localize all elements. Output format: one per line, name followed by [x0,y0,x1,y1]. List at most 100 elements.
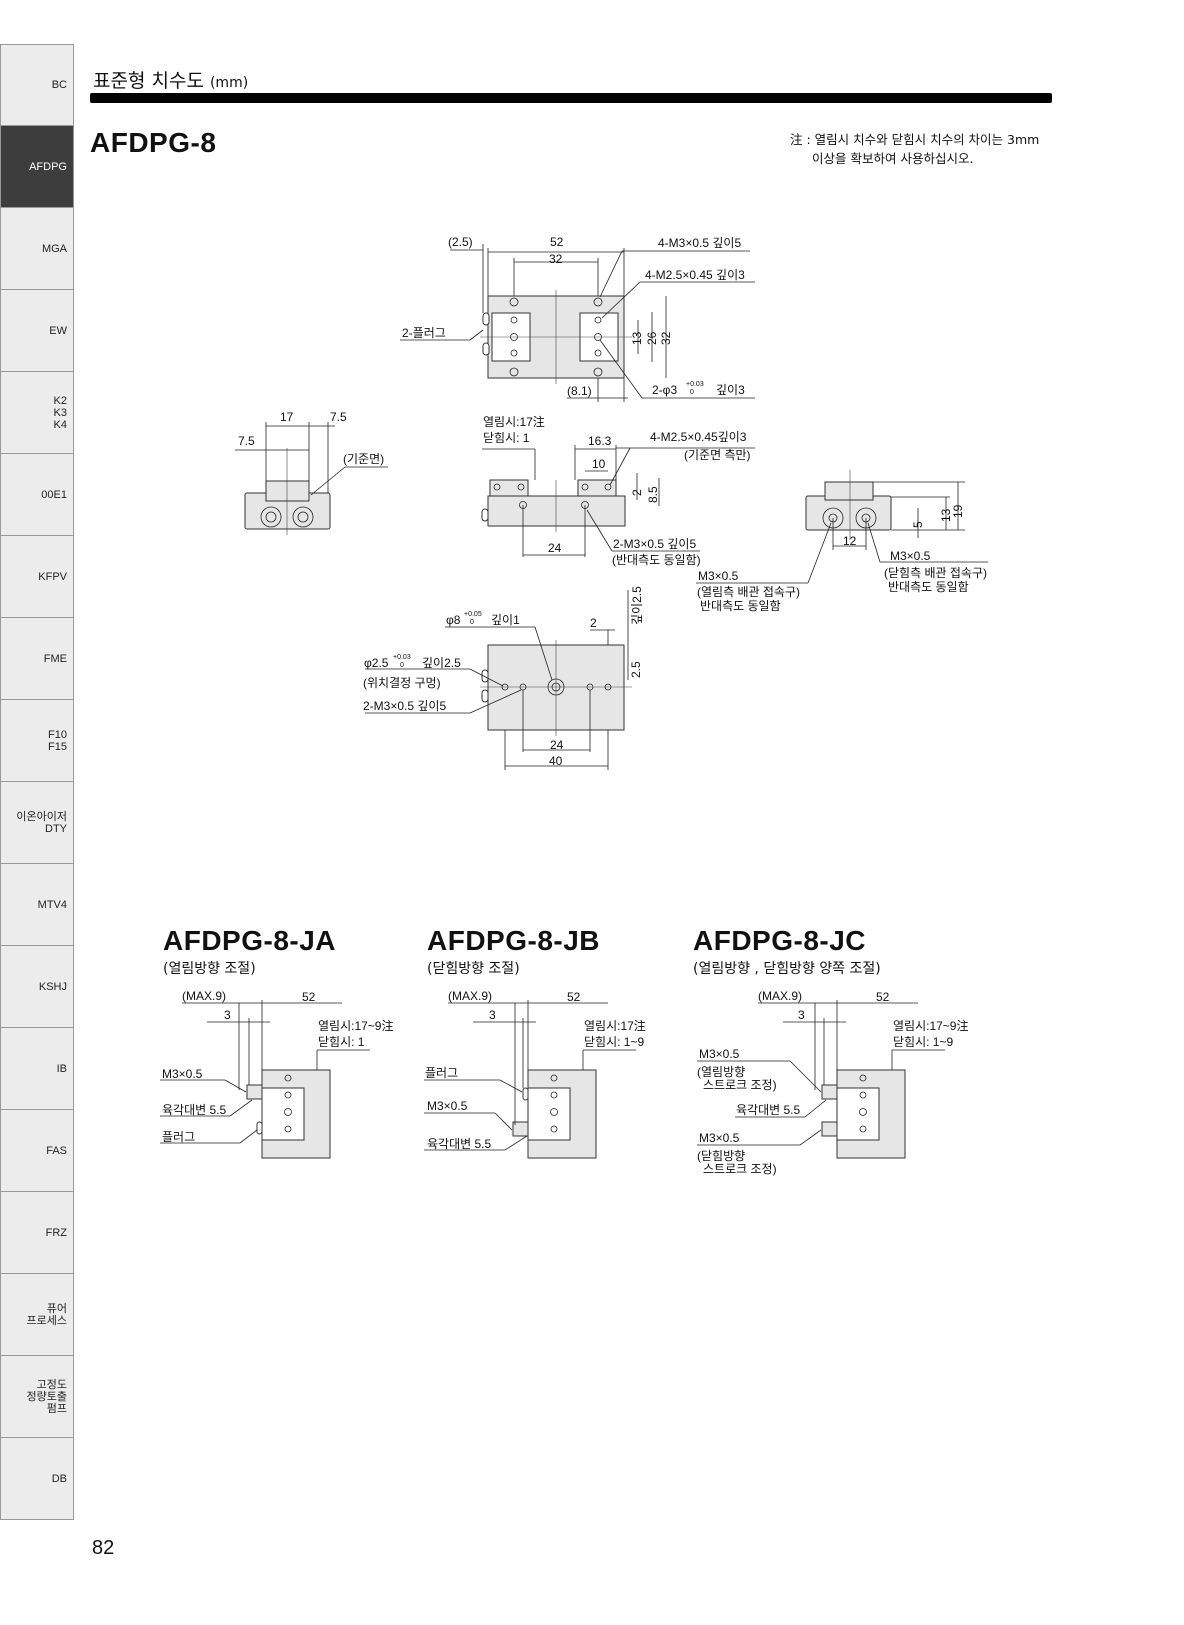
ja-label-plug: 플러그 [162,1130,195,1144]
variant-sub-ja: (열림방향 조절) [163,961,256,977]
sidebar-tab-pure-process[interactable]: 퓨어 프로세스 [0,1274,74,1356]
dim-10: 10 [592,457,606,471]
label-phi2-5: φ2.5 [364,656,389,670]
ja-label-m3: M3×0.5 [162,1067,203,1081]
label-m3-note: (반대측도 동일함) [612,553,701,567]
left-end-view-drawing: 17 7.5 7.5 (기준면) [235,410,388,535]
sidebar-tab-db[interactable]: DB [0,1438,74,1520]
sidebar-tab-00e1[interactable]: 00E1 [0,454,74,536]
label-phi8: φ8 [446,613,461,627]
sidebar-tab-mtv4[interactable]: MTV4 [0,864,74,946]
label-open-port-note1: (열림측 배관 접속구) [697,585,800,599]
sidebar-tab-k2k3k4[interactable]: K2 K3 K4 [0,372,74,454]
bottom-view-drawing: φ8 +0.05 0 깊이1 2 깊이2.5 φ2.5 +0.03 0 깊이2.… [363,586,644,770]
right-end-view-drawing: 19 13 5 12 M3×0.5 (닫힘측 배관 접속구) 반대측도 동일함 … [696,470,988,613]
jc-label-m3-close: M3×0.5 [699,1131,740,1145]
dim-13: 13 [939,508,953,522]
variant-jb-drawing: (MAX.9) 52 3 열림시:17注 닫힘시: 1~9 플러그 M3×0.5… [424,989,646,1159]
sidebar-tab-kfpv[interactable]: KFPV [0,536,74,618]
label-open-port-note2: 반대측도 동일함 [700,599,781,613]
dim-2-5: (2.5) [448,235,473,249]
jc-label-open-stroke: 스트로크 조정) [703,1078,777,1092]
dim-17: 17 [280,410,294,424]
sidebar-tab-bc[interactable]: BC [0,44,74,126]
jb-max: (MAX.9) [448,989,492,1003]
section-title-text: 표준형 치수도 [93,70,204,92]
dim-19: 19 [951,504,965,518]
sidebar: BC AFDPG MGA EW K2 K3 K4 00E1 KFPV FME F… [0,44,74,1520]
label-phi8-depth: 깊이1 [491,613,520,627]
label-close-port-note2: 반대측도 동일함 [888,580,969,594]
label-m25: 4-M2.5×0.45깊이3 [650,430,747,444]
phi2-5-tol-lower: 0 [400,662,404,669]
sidebar-tab-frz[interactable]: FRZ [0,1192,74,1274]
sidebar-tab-fme[interactable]: FME [0,618,74,700]
jb-dim-52: 52 [567,990,581,1004]
variant-title-jb: AFDPG-8-JB [427,925,601,956]
label-m3: 2-M3×0.5 깊이5 [363,699,446,713]
side-view-drawing: 열림시:17注 닫힘시: 1 16.3 10 4-M2.5×0.45깊이3 (기… [481,414,755,567]
label-positioning-hole: (위치결정 구멍) [363,676,441,690]
ja-dim-52: 52 [302,990,316,1004]
note-line-2: 이상을 확보하여 사용하십시오. [812,151,974,166]
jb-dim-3: 3 [489,1008,496,1022]
title-rule [90,93,1052,103]
jc-dim-3: 3 [798,1008,805,1022]
sidebar-tab-kshj[interactable]: KSHJ [0,946,74,1028]
label-close: 닫힘시: 1 [483,431,530,445]
dim-32: 32 [549,252,563,266]
label-close-port: M3×0.5 [890,549,931,563]
sidebar-tab-mga[interactable]: MGA [0,208,74,290]
sidebar-tab-ib[interactable]: IB [0,1028,74,1110]
label-reference-face: (기준면) [343,452,384,466]
dim-13: 13 [630,331,644,345]
sidebar-tab-f10f15[interactable]: F10 F15 [0,700,74,782]
dim-52: 52 [550,235,564,249]
model-title: AFDPG-8 [90,127,217,158]
label-depth-2-5: 깊이2.5 [630,586,644,625]
phi3-tol-upper: +0.03 [686,381,704,388]
variant-jc-drawing: (MAX.9) 52 3 열림시:17~9注 닫힘시: 1~9 M3×0.5 (… [697,989,968,1176]
label-close-port-note1: (닫힘측 배관 접속구) [884,566,987,580]
sidebar-tab-ew[interactable]: EW [0,290,74,372]
jb-close: 닫힘시: 1~9 [584,1035,644,1049]
jb-label-plug: 플러그 [425,1066,458,1080]
phi8-tol-lower: 0 [470,619,474,626]
dim-5: 5 [911,521,925,528]
phi8-tol-upper: +0.05 [464,611,482,618]
jc-max: (MAX.9) [758,989,802,1003]
label-phi3: 2-φ3 [652,383,677,397]
sidebar-tab-afdpg[interactable]: AFDPG [0,126,74,208]
dim-26: 26 [645,331,659,345]
note: 注 : 열림시 치수와 닫힘시 치수의 차이는 3mm 이상을 확보하여 사용하… [790,130,1039,168]
note-line-1: 注 : 열림시 치수와 닫힘시 치수의 차이는 3mm [790,132,1040,147]
label-m25-depth3: 4-M2.5×0.45 깊이3 [645,268,745,282]
variant-sub-jb: (닫힘방향 조절) [427,961,520,977]
label-open: 열림시:17注 [483,414,545,429]
sidebar-tab-fas[interactable]: FAS [0,1110,74,1192]
sidebar-tab-pump[interactable]: 고정도 정량토출 펌프 [0,1356,74,1438]
page-number: 82 [92,1537,115,1559]
label-phi3-depth: 깊이3 [716,383,745,397]
jb-label-m3: M3×0.5 [427,1099,468,1113]
label-m3: 2-M3×0.5 깊이5 [613,537,696,551]
dim-7-5-right: 7.5 [330,410,347,424]
label-phi2-5-depth: 깊이2.5 [422,656,461,670]
dim-32-vertical: 32 [659,331,673,345]
jc-close: 닫힘시: 1~9 [893,1035,953,1049]
top-view-drawing: (2.5) 52 32 4-M3×0.5 깊이5 4-M2.5×0.45 깊이3… [400,235,755,402]
jb-open: 열림시:17注 [584,1018,646,1033]
dim-2: 2 [590,616,597,630]
jc-dim-52: 52 [876,990,890,1004]
dim-12: 12 [843,534,857,548]
label-open-port: M3×0.5 [698,569,739,583]
jc-open: 열림시:17~9注 [893,1018,968,1033]
label-m3-depth5: 4-M3×0.5 깊이5 [658,236,741,250]
ja-dim-3: 3 [224,1008,231,1022]
dim-8-5: 8.5 [646,486,660,503]
sidebar-tab-ionizer[interactable]: 이온아이저 DTY [0,782,74,864]
ja-close: 닫힘시: 1 [318,1035,365,1049]
dim-40: 40 [549,754,563,768]
jc-label-close-dir: (닫힘방향 [697,1149,745,1163]
